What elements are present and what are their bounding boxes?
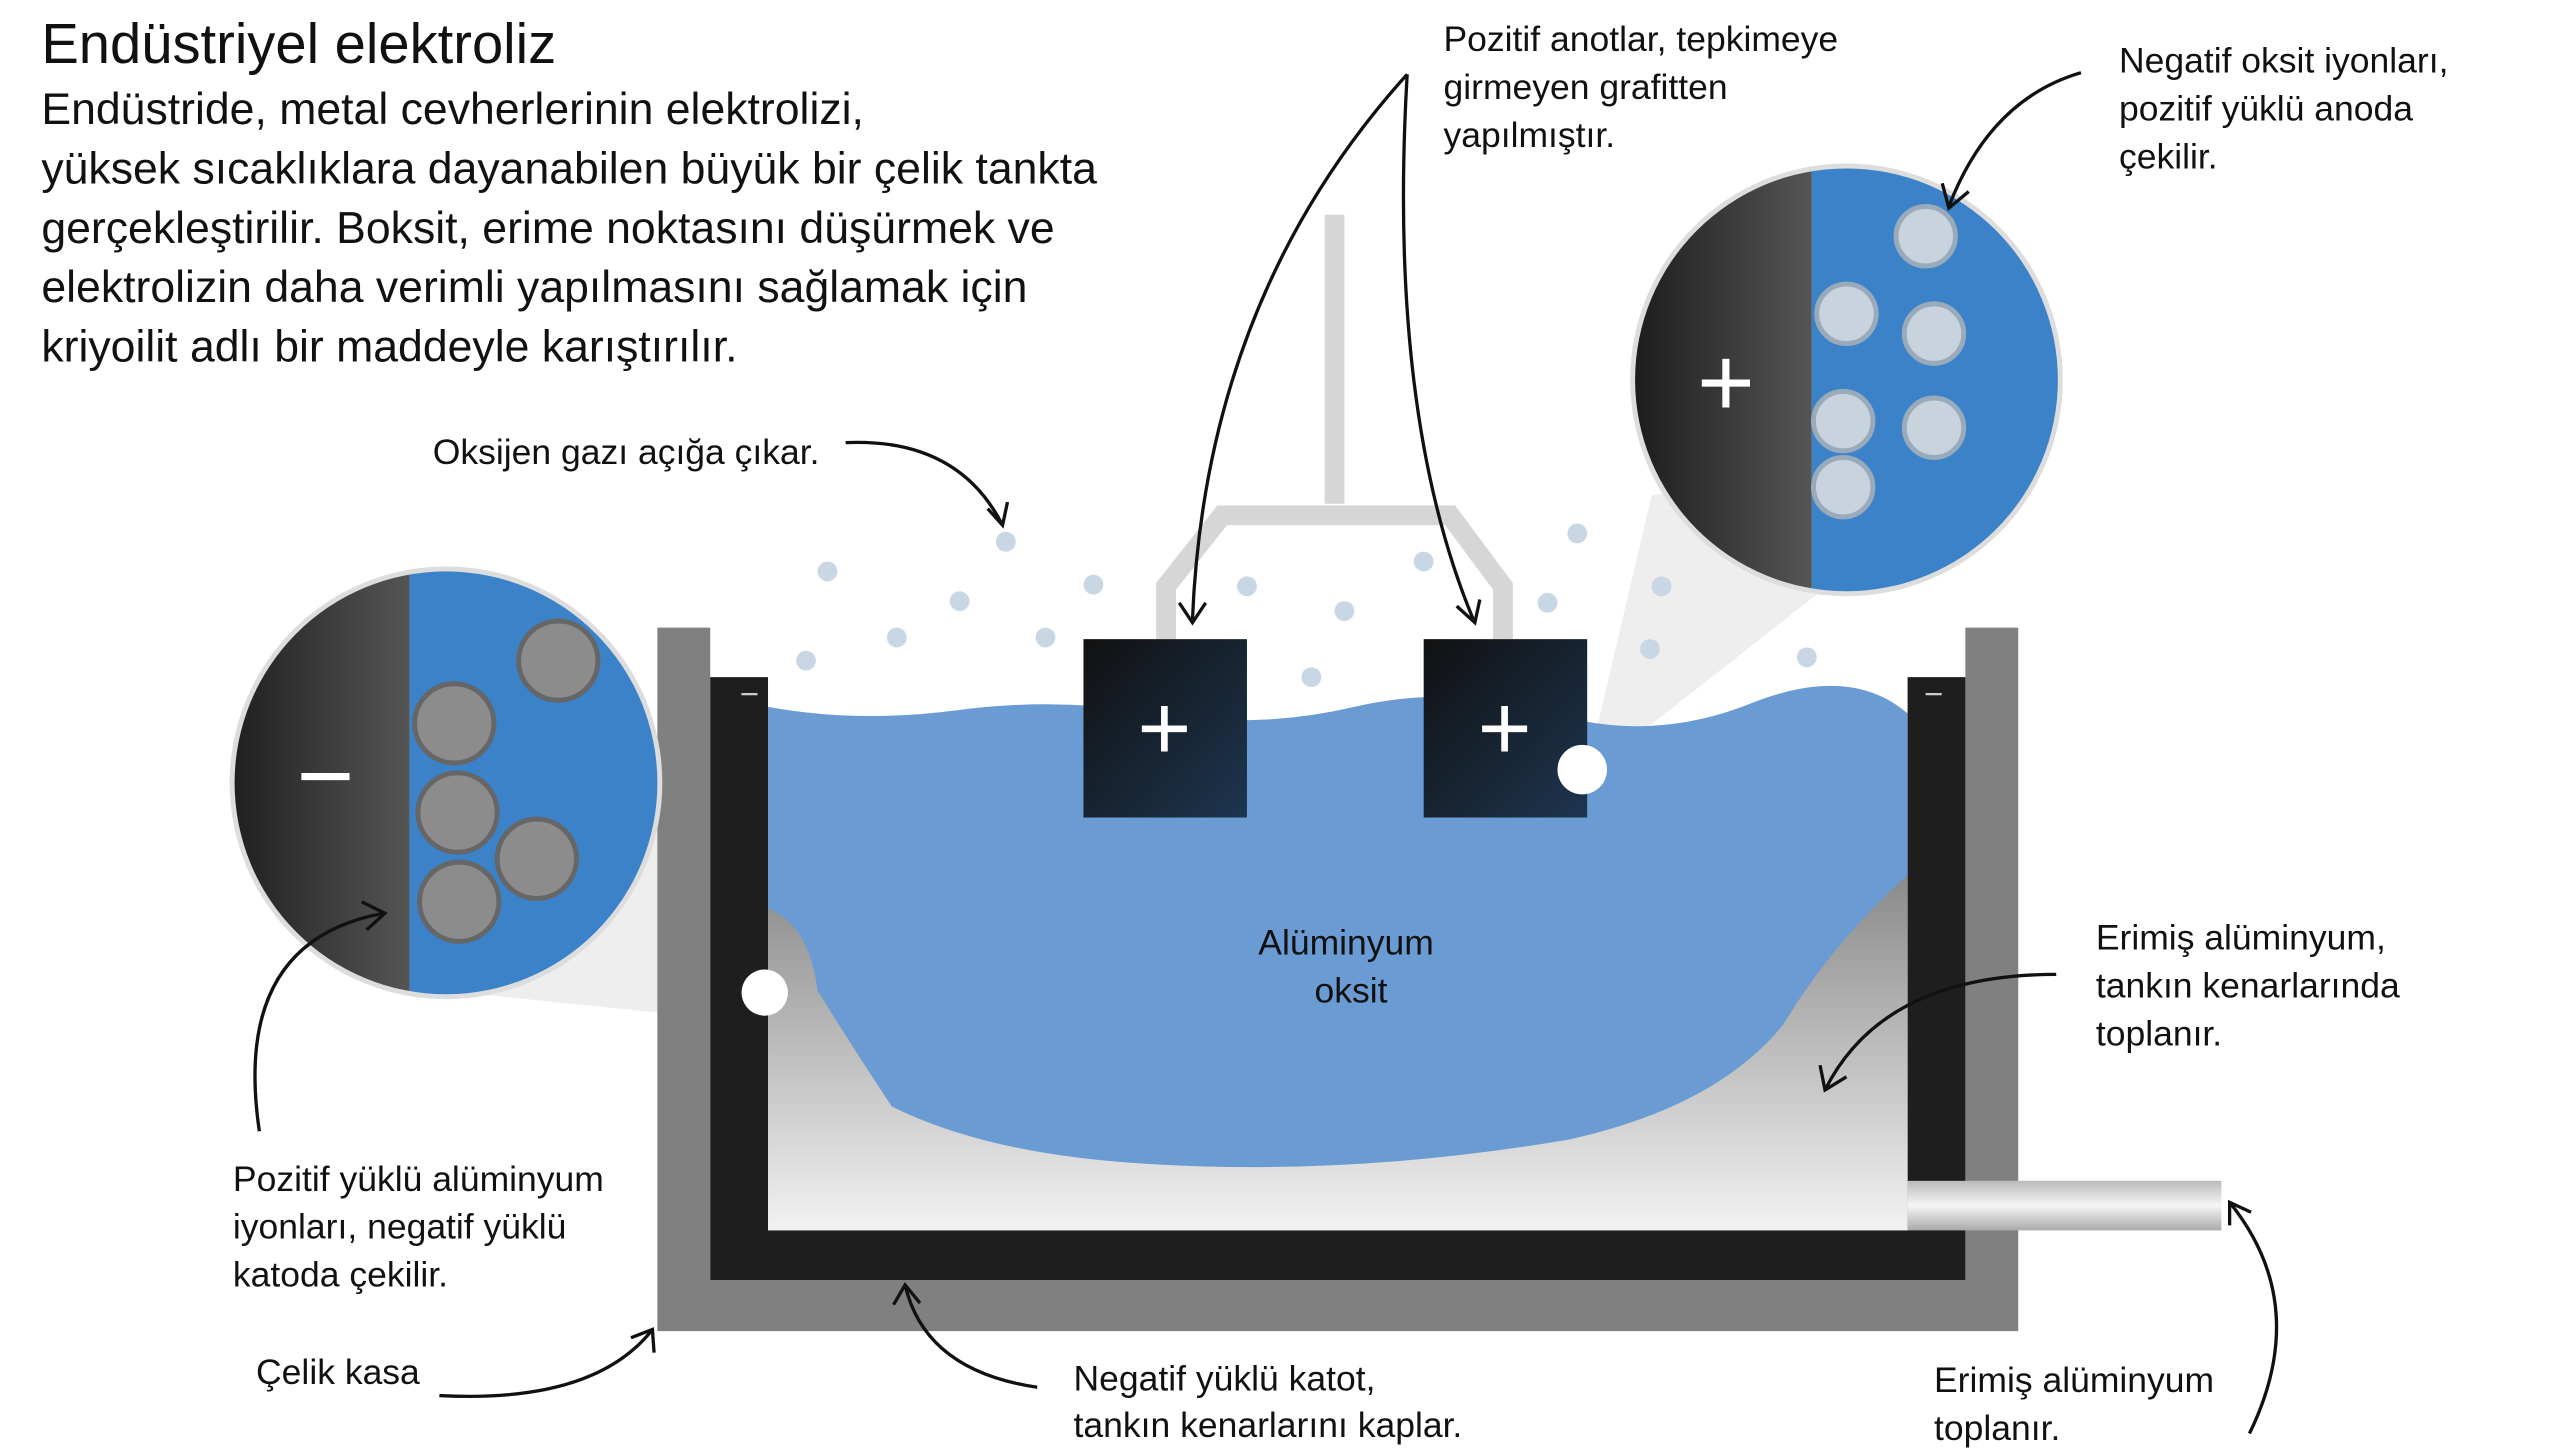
magnifier-anode: +: [1630, 163, 2063, 597]
intro-line: elektrolizin daha verimli yapılmasını sa…: [41, 263, 1027, 312]
svg-text:girmeyen grafitten: girmeyen grafitten: [1444, 67, 1728, 107]
intro-line: kriyoilit adlı bir maddeyle karıştırılır…: [41, 323, 737, 372]
anode-right: [1423, 639, 1588, 818]
svg-text:tankın kenarlarını kaplar.: tankın kenarlarını kaplar.: [1074, 1405, 1463, 1445]
intro-line: Endüstride, metal cevherlerinin elektrol…: [41, 85, 864, 134]
svg-text:iyonları, negatif yüklü: iyonları, negatif yüklü: [233, 1207, 567, 1247]
minus-sign-left: −: [740, 675, 759, 712]
label-positive-ions: Pozitif yüklü alüminyum iyonları, negati…: [233, 1159, 604, 1295]
anode-hanger: [1156, 214, 1513, 640]
label-cathode: Negatif yüklü katot, tankın kenarlarını …: [1074, 1359, 1463, 1445]
svg-text:katoda çekilir.: katoda çekilir.: [233, 1255, 448, 1295]
plus-sign: +: [1478, 676, 1532, 780]
molten-aluminium: [768, 875, 1908, 1231]
svg-text:pozitif yüklü anoda: pozitif yüklü anoda: [2119, 89, 2413, 129]
intro-line: gerçekleştirilir. Boksit, erime noktasın…: [41, 204, 1054, 253]
page-title: Endüstriyel elektroliz: [41, 12, 556, 75]
svg-text:yapılmıştır.: yapılmıştır.: [1444, 115, 1616, 155]
electrolyte: [768, 685, 1908, 1231]
label-molten-sides: Erimiş alüminyum, tankın kenarlarında to…: [2096, 918, 2400, 1054]
svg-text:Negatif yüklü katot,: Negatif yüklü katot,: [1074, 1359, 1376, 1399]
oxygen-bubbles: [796, 523, 1817, 688]
label-alumina: Alüminyum oksit: [1258, 923, 1434, 1011]
svg-text:toplanır.: toplanır.: [2096, 1013, 2222, 1053]
svg-text:Erimiş alüminyum: Erimiş alüminyum: [1934, 1360, 2214, 1400]
svg-text:toplanır.: toplanır.: [1934, 1408, 2060, 1448]
focus-dot-right: [1557, 744, 1608, 795]
svg-text:Negatif oksit iyonları,: Negatif oksit iyonları,: [2119, 41, 2449, 81]
svg-text:çekilir.: çekilir.: [2119, 136, 2218, 176]
label-oxygen: Oksijen gazı açığa çıkar.: [433, 432, 820, 472]
label-anodes: Pozitif anotlar, tepkimeye girmeyen graf…: [1444, 19, 1839, 155]
svg-text:Pozitif anotlar, tepkimeye: Pozitif anotlar, tepkimeye: [1444, 19, 1839, 59]
annotation-arrows: [253, 71, 2279, 1435]
svg-text:oksit: oksit: [1315, 970, 1388, 1010]
plus-sign: +: [1137, 676, 1191, 780]
svg-text:Erimiş alüminyum,: Erimiş alüminyum,: [2096, 918, 2386, 958]
plus-sign: +: [1697, 326, 1755, 437]
minus-sign: −: [296, 719, 354, 830]
label-steel-casing: Çelik kasa: [256, 1352, 420, 1392]
svg-text:tankın kenarlarında: tankın kenarlarında: [2096, 966, 2400, 1006]
minus-sign-right: −: [1924, 675, 1943, 712]
intro-line: yüksek sıcaklıklara dayanabilen büyük bi…: [41, 144, 1097, 193]
svg-text:Alüminyum: Alüminyum: [1258, 923, 1434, 963]
label-collected: Erimiş alüminyum toplanır.: [1934, 1360, 2214, 1448]
outlet-pipe: [1907, 1180, 2222, 1231]
focus-dot-left: [741, 969, 788, 1016]
label-negative-ions: Negatif oksit iyonları, pozitif yüklü an…: [2119, 41, 2449, 177]
svg-text:Pozitif yüklü alüminyum: Pozitif yüklü alüminyum: [233, 1159, 604, 1199]
anode-left: [1083, 639, 1247, 818]
